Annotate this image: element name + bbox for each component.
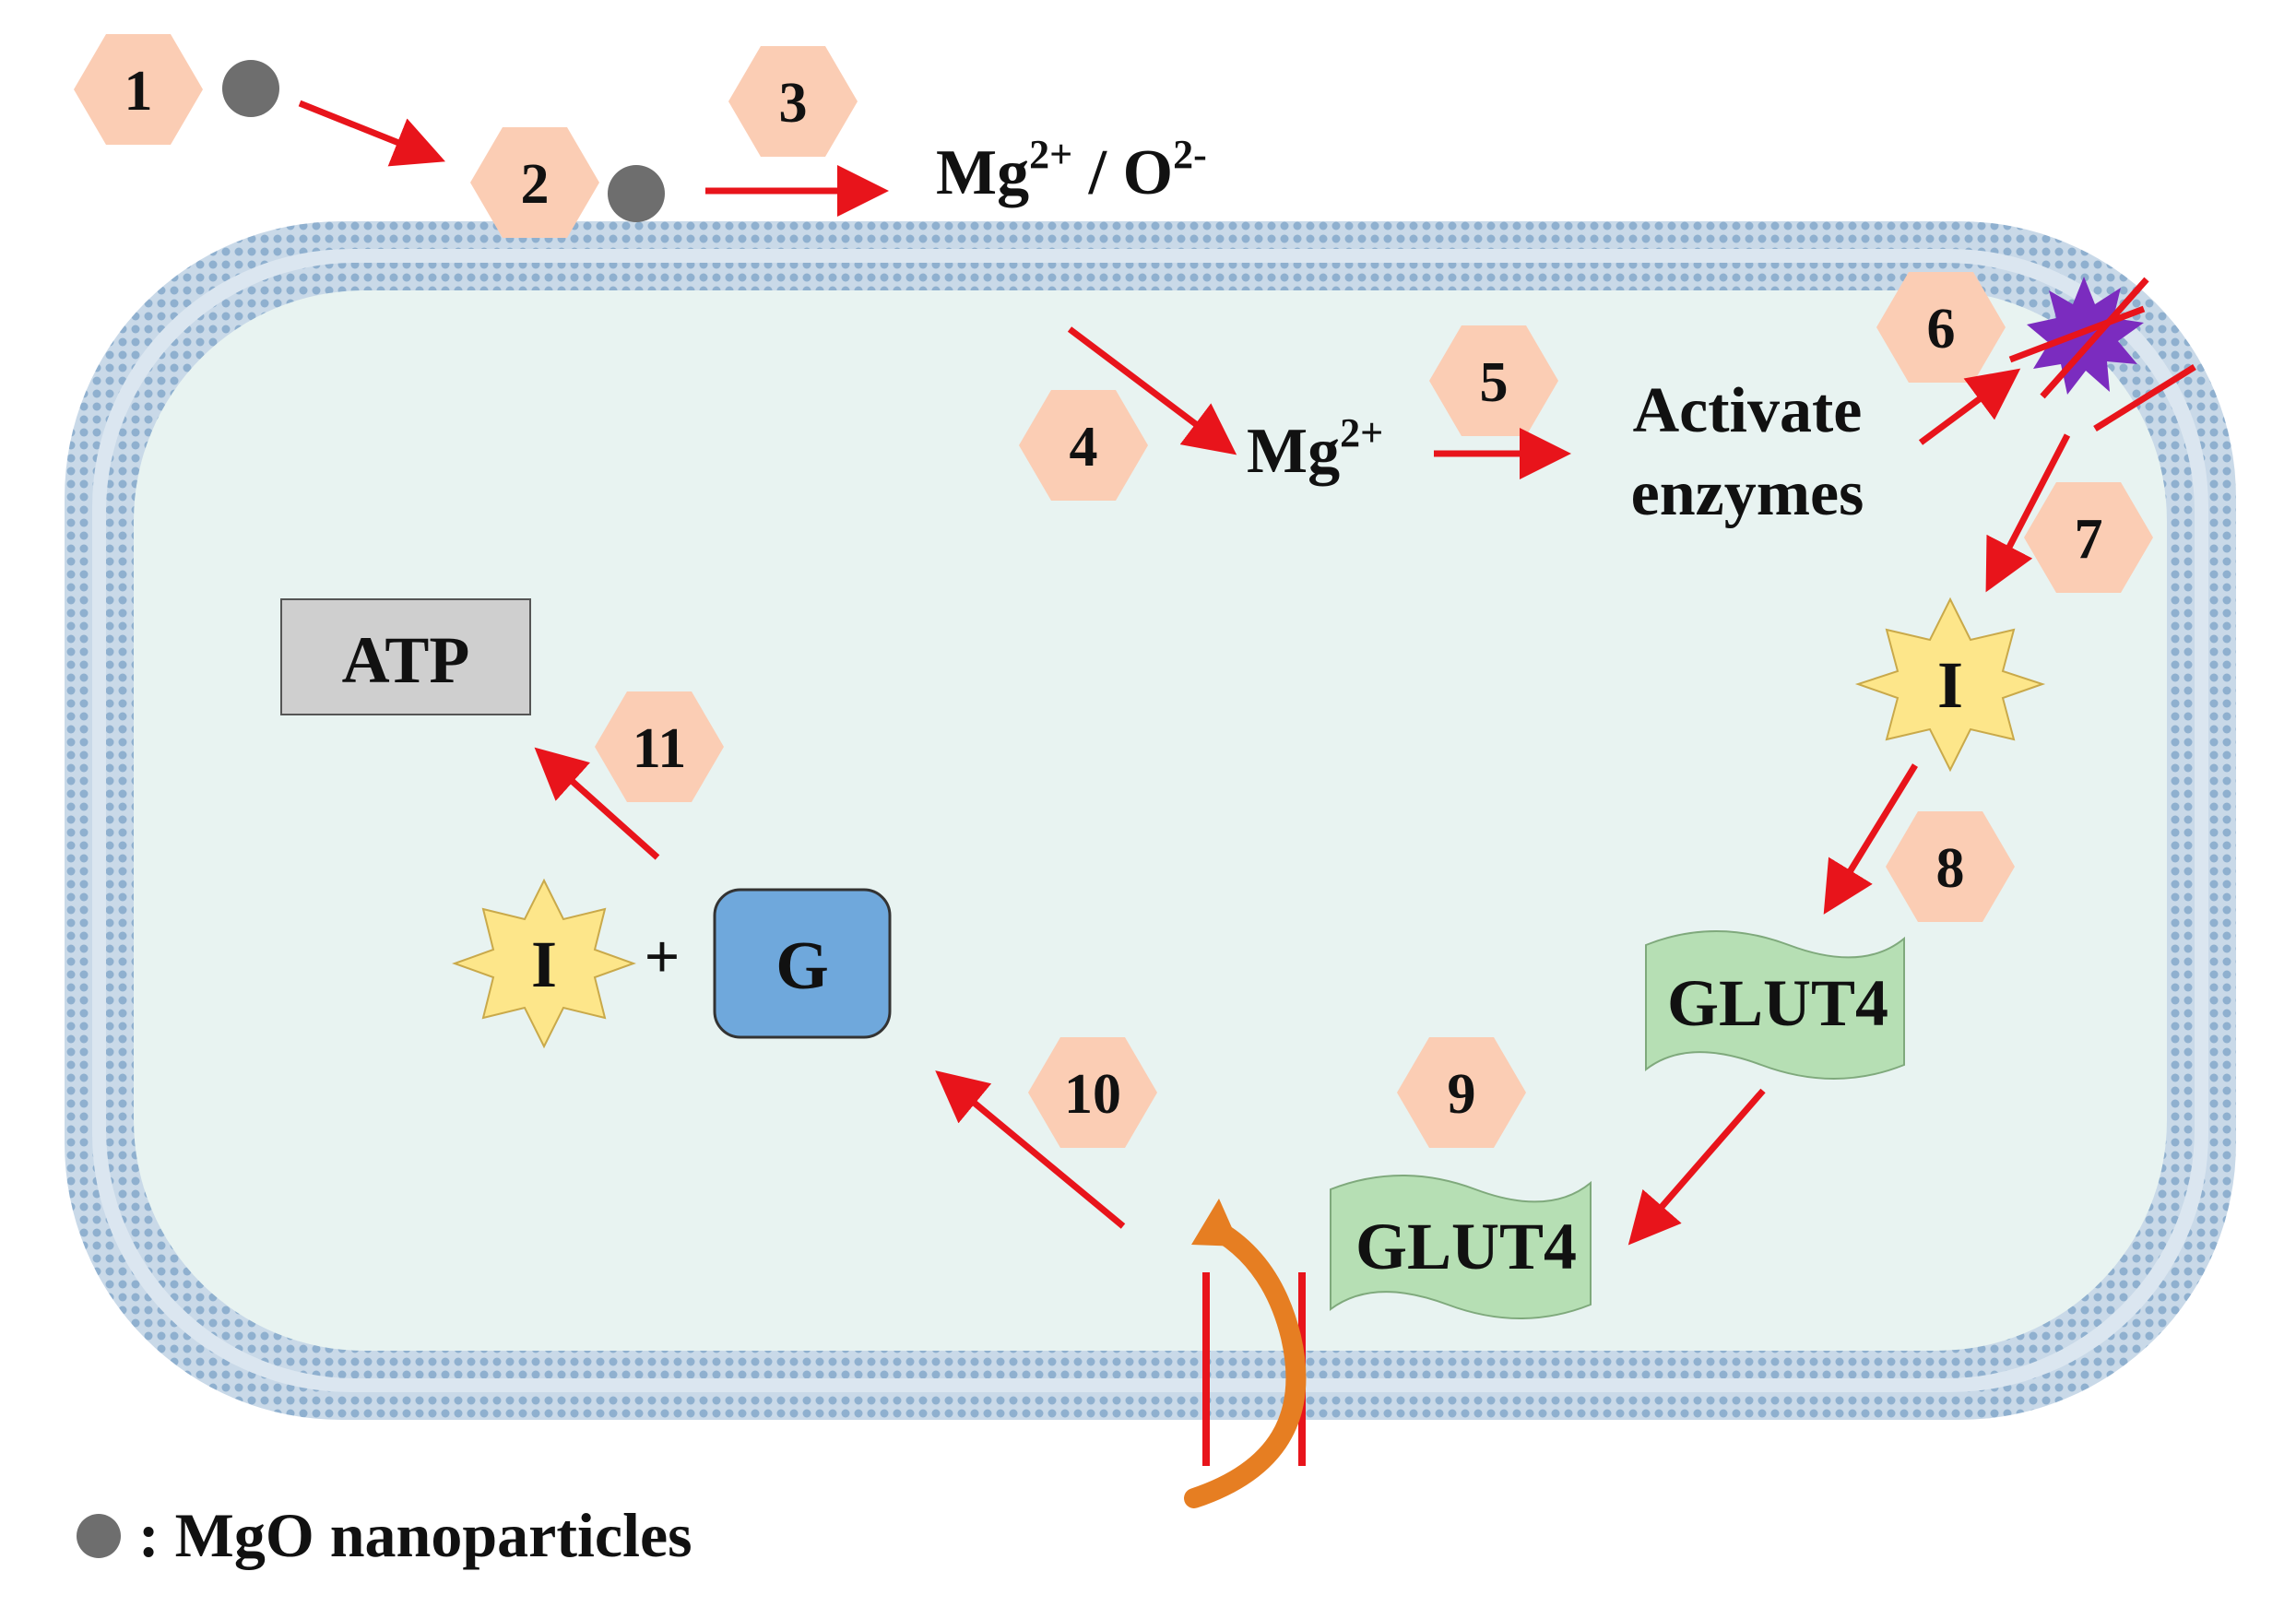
step-badge-3: 3 xyxy=(728,46,858,157)
svg-text:11: 11 xyxy=(633,717,687,780)
svg-text:7: 7 xyxy=(2075,508,2103,571)
mg-ion-inner-label: Mg2+ xyxy=(1247,410,1383,487)
arrow-receptor-to-insulin xyxy=(1985,433,2071,593)
legend-text: : MgO nanoparticles xyxy=(138,1500,692,1570)
svg-text:6: 6 xyxy=(1927,298,1956,360)
step-badge-11: 11 xyxy=(595,691,724,802)
glucose-channel xyxy=(1184,1199,1307,1508)
legend-nanoparticle xyxy=(77,1514,121,1558)
activate-enzymes-line1: Activate xyxy=(1633,375,1863,446)
svg-text:4: 4 xyxy=(1070,416,1098,479)
svg-text:G: G xyxy=(775,928,829,1004)
arrow-channel-to-glucose xyxy=(935,1070,1126,1229)
glut4-upper: GLUT4 xyxy=(1645,930,1905,1080)
nanoparticle xyxy=(222,60,279,117)
insulin-star-lower: I xyxy=(452,878,636,1049)
nanoparticle xyxy=(608,165,665,222)
svg-text:ATP: ATP xyxy=(342,623,470,697)
arrow-complex-to-atp xyxy=(534,747,660,860)
arrow-glut4-to-membrane xyxy=(1627,1088,1766,1246)
activate-enzymes-line2: enzymes xyxy=(1631,458,1864,529)
svg-text:1: 1 xyxy=(124,60,153,123)
step-badge-1: 1 xyxy=(74,34,203,145)
step-badge-8: 8 xyxy=(1886,811,2015,922)
insulin-star-upper: I xyxy=(1854,597,2046,773)
arrow-1-to-2 xyxy=(298,100,445,167)
arrow-insulin-to-glut4 xyxy=(1823,763,1918,915)
step-badge-4: 4 xyxy=(1019,390,1148,501)
atp-box: ATP xyxy=(280,598,531,715)
receptor xyxy=(2008,277,2196,431)
svg-text:I: I xyxy=(1937,648,1963,722)
arrow-enzymes-to-receptor xyxy=(1918,368,2021,445)
svg-text:9: 9 xyxy=(1448,1063,1476,1126)
svg-text:I: I xyxy=(531,928,557,1001)
step-badge-6: 6 xyxy=(1876,272,2006,383)
step-badge-10: 10 xyxy=(1028,1037,1157,1148)
glut4-lower: GLUT4 xyxy=(1330,1175,1592,1319)
step-badge-9: 9 xyxy=(1397,1037,1526,1148)
svg-text:10: 10 xyxy=(1064,1063,1121,1126)
svg-text:5: 5 xyxy=(1480,351,1509,414)
step-badge-5: 5 xyxy=(1429,325,1558,436)
cytoplasm xyxy=(134,290,2167,1351)
arrow-to-mg-inner xyxy=(1067,326,1237,455)
svg-text:3: 3 xyxy=(779,72,808,135)
svg-text:2: 2 xyxy=(521,153,550,216)
glucose-box: G xyxy=(713,888,892,1039)
svg-text:GLUT4: GLUT4 xyxy=(1667,966,1888,1040)
svg-text:8: 8 xyxy=(1936,837,1965,900)
svg-text:Mg2+ / O2-: Mg2+ / O2- xyxy=(936,132,1207,208)
plus-sign: + xyxy=(645,921,681,991)
step-badge-2: 2 xyxy=(470,127,599,238)
step-badge-7: 7 xyxy=(2024,482,2153,593)
svg-text:Mg2+: Mg2+ xyxy=(1247,410,1383,487)
svg-text:GLUT4: GLUT4 xyxy=(1355,1210,1577,1283)
ions-label: Mg2+ / O2- xyxy=(936,132,1207,208)
